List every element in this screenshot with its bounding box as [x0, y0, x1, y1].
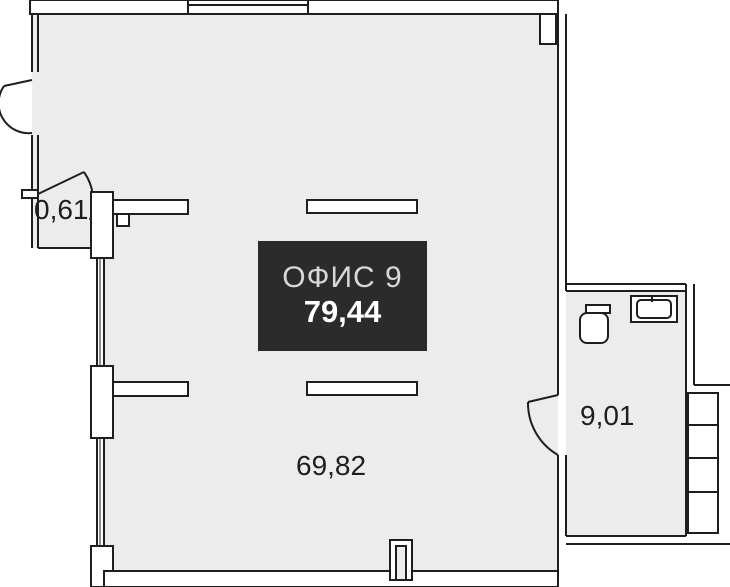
- corner-column: [539, 13, 557, 45]
- office-total-area: 79,44: [303, 294, 382, 330]
- toilet-bowl: [579, 312, 609, 344]
- bathroom-area: 9,01: [580, 400, 635, 431]
- panel-upper: [306, 199, 418, 214]
- entrance-door: [3, 79, 33, 87]
- bottom-wall: [103, 570, 559, 587]
- bathroom-door: [527, 394, 559, 403]
- panel-lower: [306, 381, 418, 396]
- left-column-2: [90, 365, 114, 439]
- toilet-tank: [585, 304, 611, 314]
- office-title: ОФИС 9: [282, 260, 403, 294]
- vestibule-door: [37, 171, 85, 195]
- top-wall: [29, 0, 559, 15]
- main-hall-area: 69,82: [296, 450, 367, 481]
- sink-basin: [636, 299, 672, 319]
- side-shelves: [687, 392, 719, 534]
- vestibule-area: 0,61: [34, 194, 89, 225]
- office-badge: ОФИС 9 79,44: [258, 241, 427, 351]
- left-column-1: [90, 191, 114, 259]
